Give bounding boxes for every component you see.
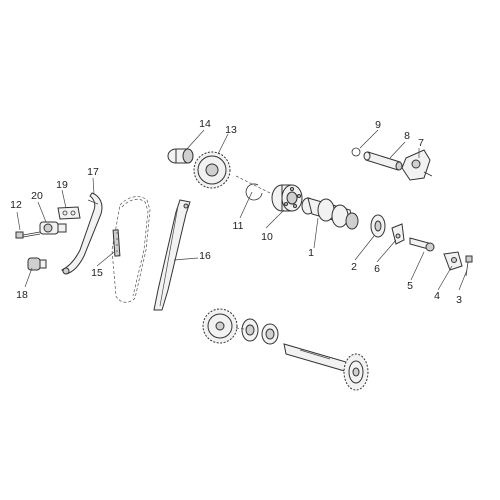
callout-3: 3 — [456, 294, 462, 306]
part-5-shaft — [409, 237, 435, 252]
callout-2: 2 — [351, 261, 357, 273]
callout-5: 5 — [407, 280, 413, 292]
callout-10: 10 — [261, 231, 273, 243]
part-2-washer — [370, 214, 386, 238]
part-17-tensioner-arm — [61, 192, 103, 275]
part-4-bracket — [443, 251, 463, 271]
callout-9: 9 — [375, 119, 381, 131]
callout-8: 8 — [404, 130, 410, 142]
callout-20: 20 — [31, 190, 43, 202]
part-3-screw — [465, 255, 473, 277]
callout-17: 17 — [87, 166, 99, 178]
part-16-chain-guide — [153, 199, 191, 311]
part-14-bushing — [167, 148, 194, 164]
part-6-lever — [391, 223, 405, 245]
part-15-chain-segment — [112, 229, 121, 257]
callout-18: 18 — [16, 289, 28, 301]
callout-11: 11 — [233, 220, 244, 232]
part-19-plate — [57, 206, 81, 220]
callout-6: 6 — [374, 263, 380, 275]
lower-gear — [202, 308, 238, 344]
part-13-sprocket — [193, 151, 231, 189]
callout-16: 16 — [199, 250, 211, 262]
callout-12: 12 — [10, 199, 22, 211]
part-12-bolt — [15, 231, 41, 239]
lower-shaft — [283, 343, 349, 373]
lower-bearing — [261, 323, 279, 345]
part-10-bearing — [271, 184, 303, 212]
part-18-plug — [27, 257, 47, 271]
callout-19: 19 — [56, 179, 68, 191]
part-20-pivot — [39, 221, 67, 235]
part-9-clip — [351, 147, 361, 157]
leader-lines — [16, 129, 468, 291]
part-11-circlip — [245, 183, 263, 201]
callout-7: 7 — [418, 137, 424, 149]
callout-14: 14 — [199, 118, 211, 130]
part-8-pin — [363, 151, 403, 171]
callout-1: 1 — [308, 247, 314, 259]
lower-spacer — [241, 318, 259, 342]
part-7-rocker-arm — [401, 149, 433, 181]
callout-4: 4 — [434, 290, 440, 302]
callout-15: 15 — [91, 267, 103, 279]
callout-13: 13 — [225, 124, 237, 136]
part-1-camshaft — [301, 197, 359, 230]
lower-right-gear — [343, 353, 369, 391]
part-15-timing-chain — [111, 196, 151, 303]
